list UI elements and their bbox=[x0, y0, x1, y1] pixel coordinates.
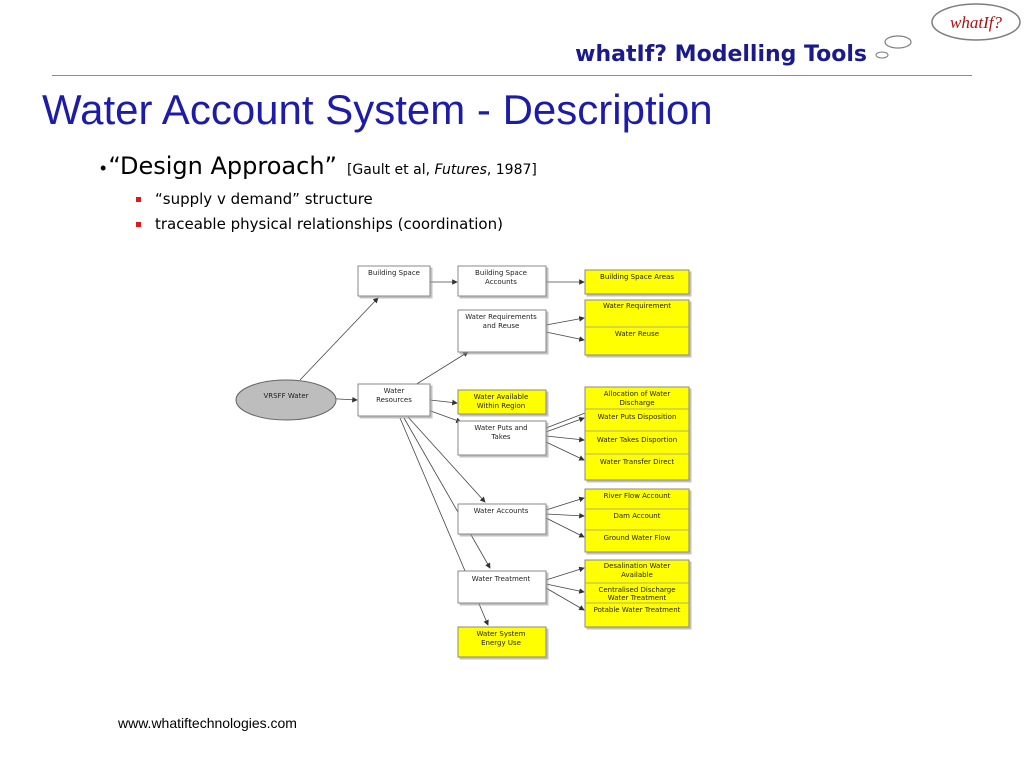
square-bullet-icon bbox=[136, 196, 141, 202]
label-river-flow: River Flow Account bbox=[604, 492, 671, 500]
water-account-diagram: VRSFF Water Building Space Building Spac… bbox=[235, 265, 690, 658]
label-water-available-1: Water Available bbox=[474, 393, 529, 401]
label-water-resources-1: Water bbox=[384, 387, 405, 395]
sub-bullet-supply-demand: “supply v demand” structure bbox=[136, 190, 373, 208]
sub-bullet-text: “supply v demand” structure bbox=[155, 190, 373, 208]
label-puts-disposition: Water Puts Disposition bbox=[598, 413, 677, 421]
label-ground-water: Ground Water Flow bbox=[604, 534, 671, 542]
node-building-space-areas bbox=[584, 269, 690, 295]
node-energy-use bbox=[457, 626, 547, 658]
bullet-citation: [Gault et al, Futures, 1987] bbox=[346, 162, 537, 178]
sub-bullet-traceable: traceable physical relationships (coordi… bbox=[136, 215, 503, 233]
label-puts-takes-1: Water Puts and bbox=[474, 424, 527, 432]
label-centralised-2: Water Treatment bbox=[608, 594, 667, 602]
label-transfer-direct: Water Transfer Direct bbox=[600, 458, 675, 466]
label-water-treatment: Water Treatment bbox=[472, 575, 531, 583]
label-potable: Potable Water Treatment bbox=[594, 606, 681, 614]
label-desalination-1: Desalination Water bbox=[604, 562, 671, 570]
label-bs-accounts-2: Accounts bbox=[485, 278, 517, 286]
node-water-requirements-reuse bbox=[457, 309, 547, 353]
bullet-design-approach: • “Design Approach” [Gault et al, Future… bbox=[100, 152, 537, 180]
label-water-req-1: Water Requirements bbox=[465, 313, 537, 321]
header-divider bbox=[52, 75, 972, 76]
group-water-requirement bbox=[584, 299, 690, 356]
label-dam-account: Dam Account bbox=[614, 512, 661, 520]
label-water-resources-2: Resources bbox=[376, 396, 412, 404]
label-energy-use-1: Water System bbox=[476, 630, 525, 638]
label-building-space: Building Space bbox=[368, 269, 420, 277]
label-water-requirement: Water Requirement bbox=[603, 302, 671, 310]
square-bullet-icon bbox=[136, 221, 141, 227]
label-water-available-2: Within Region bbox=[477, 402, 525, 410]
label-water-reuse: Water Reuse bbox=[615, 330, 659, 338]
bullet-text: “Design Approach” bbox=[108, 152, 337, 180]
node-label: VRSFF Water bbox=[263, 392, 308, 400]
node-water-treatment bbox=[457, 570, 547, 604]
logo-text: whatIf? bbox=[950, 13, 1002, 32]
group-water-accounts bbox=[584, 488, 690, 553]
label-bs-accounts-1: Building Space bbox=[475, 269, 527, 277]
label-takes-disposition: Water Takes Disportion bbox=[597, 436, 677, 444]
node-building-space bbox=[357, 265, 431, 297]
node-vrsff-water: VRSFF Water bbox=[235, 379, 337, 421]
node-building-space-accounts bbox=[457, 265, 547, 297]
group-water-treatment bbox=[584, 559, 690, 628]
label-allocation-1: Allocation of Water bbox=[604, 390, 671, 398]
node-water-available bbox=[457, 389, 547, 415]
label-puts-takes-2: Takes bbox=[490, 433, 511, 441]
whatif-logo: whatIf? bbox=[875, 3, 1021, 59]
node-water-accounts bbox=[457, 503, 547, 535]
label-desalination-2: Available bbox=[621, 571, 653, 579]
diagram-connectors bbox=[299, 279, 594, 626]
label-energy-use-2: Energy Use bbox=[481, 639, 521, 647]
page-title: Water Account System - Description bbox=[42, 86, 713, 133]
label-bs-areas: Building Space Areas bbox=[600, 273, 674, 281]
group-water-allocation bbox=[584, 386, 690, 481]
footer-url[interactable]: www.whatiftechnologies.com bbox=[118, 715, 297, 731]
header-title: whatIf? Modelling Tools bbox=[575, 42, 867, 67]
label-water-req-2: and Reuse bbox=[483, 322, 520, 330]
bullet-dot-icon: • bbox=[100, 158, 107, 178]
node-water-puts-takes bbox=[457, 420, 547, 456]
label-allocation-2: Discharge bbox=[619, 399, 654, 407]
label-water-accounts: Water Accounts bbox=[474, 507, 529, 515]
node-water-resources bbox=[357, 383, 431, 417]
sub-bullet-text: traceable physical relationships (coordi… bbox=[155, 215, 503, 233]
label-centralised-1: Centralised Discharge bbox=[598, 586, 675, 594]
